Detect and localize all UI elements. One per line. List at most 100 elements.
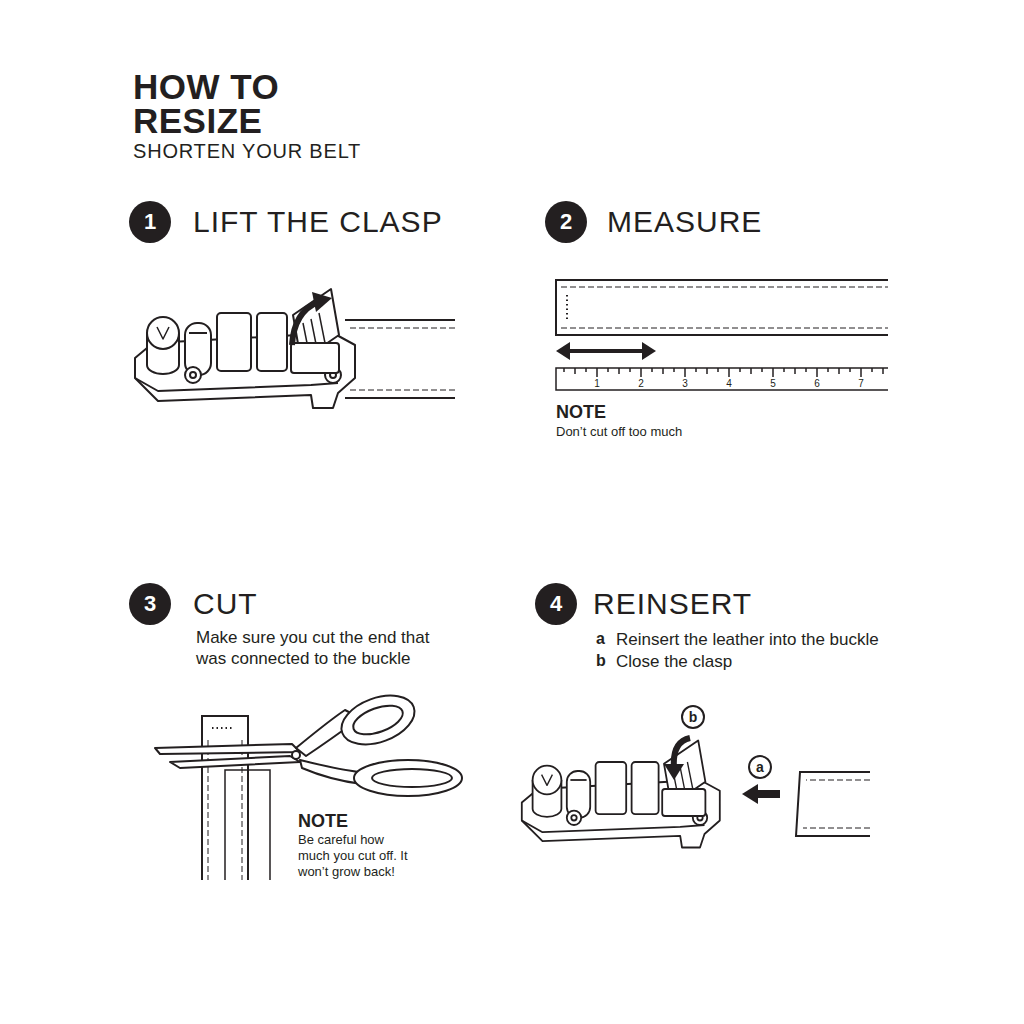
note-text: Be careful how much you cut off. It won’…	[298, 832, 418, 880]
ruler-tick	[607, 368, 609, 372]
ruler-part	[556, 368, 888, 390]
note-heading: NOTE	[556, 402, 606, 423]
scissors-part	[354, 760, 462, 796]
ruler-number: 4	[726, 378, 732, 389]
belt-strap-part	[561, 287, 888, 328]
ruler-tick	[629, 368, 631, 372]
ruler-tick	[871, 368, 873, 372]
measure-arrow	[556, 342, 656, 360]
scissors	[155, 686, 462, 796]
callout-text: a	[756, 760, 764, 774]
instruction-text: Make sure you cut the end that was conne…	[196, 627, 431, 669]
callout-letter: a	[748, 755, 772, 779]
ruler-tick	[783, 368, 785, 372]
belt-strap-part	[345, 320, 455, 398]
measure-arrow-part	[556, 342, 570, 360]
ruler-number: 7	[858, 378, 864, 389]
note-text: Don’t cut off too much	[556, 424, 682, 439]
belt-strap-part	[796, 772, 870, 836]
measure-arrow-part	[566, 349, 646, 353]
lift-arrow	[292, 292, 332, 345]
ruler-number: 2	[638, 378, 644, 389]
close-arrow-part	[664, 764, 684, 780]
ruler-number: 5	[770, 378, 776, 389]
ruler-tick	[585, 368, 587, 372]
belt-strap	[345, 320, 455, 398]
buckle	[135, 289, 355, 408]
step-number: 2	[545, 201, 587, 243]
ruler-tick	[860, 368, 862, 377]
ruler-tick	[816, 368, 818, 377]
ruler-tick	[794, 368, 796, 374]
scissors-part	[335, 686, 421, 753]
callout-letter: b	[681, 705, 705, 729]
ruler-tick	[684, 368, 686, 377]
ruler-tick	[596, 368, 598, 377]
scissors-part	[155, 744, 300, 754]
step-heading: CUT	[193, 587, 258, 621]
belt-strap-part	[225, 770, 270, 880]
ruler-tick	[827, 368, 829, 372]
ruler-tick	[640, 368, 642, 377]
ruler-tick	[706, 368, 708, 374]
ruler-number: 6	[814, 378, 820, 389]
step-number: 4	[535, 583, 577, 625]
title: HOW TO RESIZE	[133, 70, 308, 138]
step-heading: MEASURE	[607, 205, 762, 239]
instruction-text: Reinsert the leather into the buckle	[616, 630, 879, 650]
ruler-tick	[739, 368, 741, 372]
ruler-tick	[838, 368, 840, 374]
step-heading: LIFT THE CLASP	[193, 205, 443, 239]
ruler-tick	[728, 368, 730, 377]
belt-strap-part	[803, 780, 870, 828]
step-number-text: 4	[550, 593, 562, 615]
scissors-part	[349, 700, 406, 740]
ruler-number: 3	[682, 378, 688, 389]
insert-arrow-part	[756, 790, 780, 798]
ruler-tick	[717, 368, 719, 372]
belt-strap	[796, 772, 870, 836]
callout-text: b	[689, 710, 698, 724]
belt-strap-part	[566, 295, 568, 322]
lift-arrow-part	[292, 302, 318, 345]
close-arrow-part	[674, 738, 690, 768]
step-letter: a	[596, 630, 605, 648]
belt-strap-part	[556, 280, 888, 335]
scissors-part	[372, 769, 452, 787]
ruler-tick	[563, 368, 565, 372]
ruler-number: 1	[594, 378, 600, 389]
insert-arrow	[742, 784, 780, 804]
ruler-tick	[882, 368, 884, 374]
ruler-tick	[662, 368, 664, 374]
insert-arrow-part	[742, 784, 758, 804]
ruler-tick	[772, 368, 774, 377]
ruler-tick	[761, 368, 763, 372]
scissors-part	[292, 751, 300, 759]
ruler-tick	[805, 368, 807, 372]
step-number-text: 2	[560, 211, 572, 233]
step-number-text: 1	[144, 211, 156, 233]
step-heading: REINSERT	[593, 587, 752, 621]
step-number: 1	[129, 201, 171, 243]
belt-strap	[556, 280, 888, 335]
note-heading: NOTE	[298, 811, 348, 832]
subtitle: SHORTEN YOUR BELT	[133, 140, 361, 163]
ruler-tick	[695, 368, 697, 372]
step-letter: b	[596, 652, 606, 670]
ruler-tick	[618, 368, 620, 374]
instruction-text: Close the clasp	[616, 652, 732, 672]
lift-arrow-part	[312, 292, 332, 312]
scissors-part	[300, 760, 362, 784]
belt-strap-part	[350, 328, 455, 390]
belt-strap-part	[212, 727, 232, 729]
step-number: 3	[129, 583, 171, 625]
ruler-tick	[574, 368, 576, 374]
close-arrow	[664, 738, 690, 780]
ruler-tick	[849, 368, 851, 372]
belt-strap	[202, 716, 270, 880]
ruler	[556, 368, 888, 390]
ruler-tick	[750, 368, 752, 374]
step-number-text: 3	[144, 593, 156, 615]
buckle	[522, 740, 720, 847]
measure-arrow-part	[642, 342, 656, 360]
